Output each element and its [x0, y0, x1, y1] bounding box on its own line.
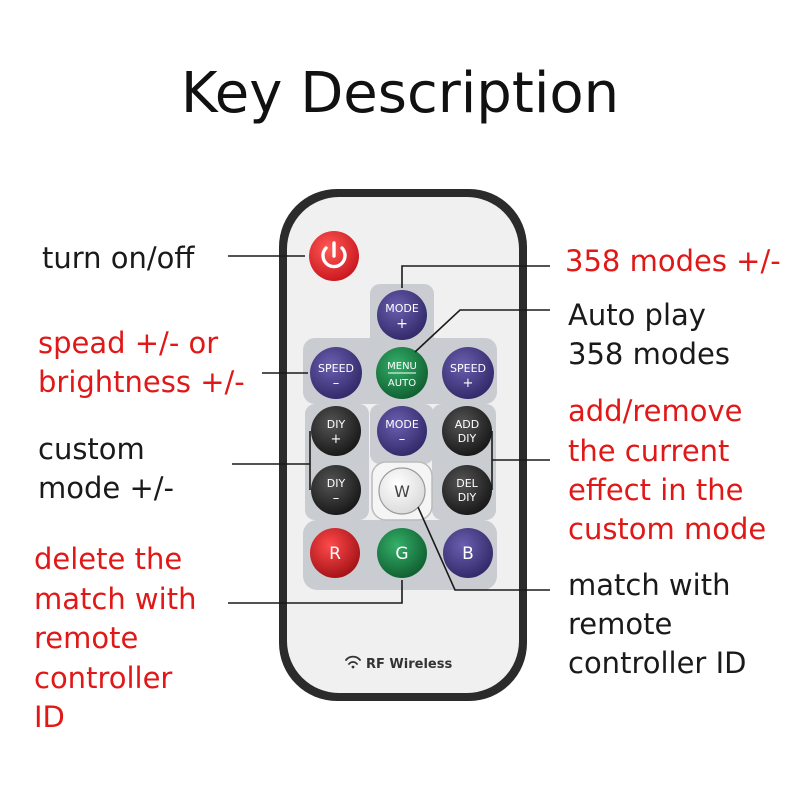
- mode-plus-button[interactable]: MODE +: [377, 290, 427, 340]
- mode-minus-label: MODE: [385, 418, 419, 431]
- diy-plus-button[interactable]: DIY +: [311, 406, 361, 456]
- leader-lines: [228, 255, 550, 604]
- wifi-icon: [345, 655, 361, 669]
- speed-plus-label: SPEED: [450, 362, 486, 375]
- white-label: W: [394, 482, 410, 501]
- label-modes: 358 modes +/-: [565, 244, 781, 278]
- speed-minus-label: SPEED: [318, 362, 354, 375]
- label-custom-1: custom: [38, 432, 145, 466]
- blue-button[interactable]: B: [443, 528, 493, 578]
- label-addremove-1: add/remove: [568, 394, 743, 428]
- brand: RF Wireless: [345, 655, 452, 672]
- brand-text: RF Wireless: [366, 657, 452, 672]
- label-addremove-4: custom mode: [568, 512, 767, 546]
- label-addremove-2: the current: [568, 434, 730, 468]
- red-button[interactable]: R: [310, 528, 360, 578]
- del-diy-button[interactable]: DEL DIY: [442, 465, 492, 515]
- power-icon: [321, 241, 347, 269]
- mode-minus-sign: –: [399, 432, 406, 447]
- label-match-1: match with: [568, 568, 731, 602]
- speed-plus-button[interactable]: SPEED +: [442, 347, 494, 399]
- mode-plus-label: MODE: [385, 302, 419, 315]
- label-custom-2: mode +/-: [38, 471, 174, 505]
- label-delete-3: remote: [34, 621, 139, 655]
- label-addremove-3: effect in the: [568, 473, 744, 507]
- power-button[interactable]: [309, 231, 359, 281]
- label-delete-5: ID: [34, 700, 65, 734]
- diy-plus-label: DIY: [327, 418, 346, 431]
- mode-plus-sign: +: [396, 316, 408, 332]
- diy-minus-label: DIY: [327, 477, 346, 490]
- page-title: Key Description: [180, 61, 620, 126]
- label-autoplay-2: 358 modes: [568, 337, 730, 371]
- speed-minus-sign: –: [333, 376, 340, 391]
- mode-minus-button[interactable]: MODE –: [377, 406, 427, 456]
- add-diy-label: DIY: [458, 432, 477, 445]
- label-delete-1: delete the: [34, 542, 183, 576]
- green-button[interactable]: G: [377, 528, 427, 578]
- label-match-2: remote: [568, 607, 673, 641]
- menu-label: MENU: [387, 361, 417, 372]
- add-diy-button[interactable]: ADD DIY: [442, 406, 492, 456]
- del-label: DEL: [456, 477, 478, 490]
- diy-minus-button[interactable]: DIY –: [311, 465, 361, 515]
- white-button[interactable]: W: [371, 461, 433, 521]
- blue-label: B: [462, 544, 474, 564]
- label-autoplay-1: Auto play: [568, 298, 706, 332]
- diy-plus-sign: +: [331, 432, 342, 447]
- add-label: ADD: [455, 418, 479, 431]
- label-match-3: controller ID: [568, 646, 747, 680]
- diy-minus-sign: –: [333, 491, 340, 506]
- label-speed-1: spead +/- or: [38, 326, 219, 360]
- auto-label: AUTO: [388, 378, 416, 389]
- label-power: turn on/off: [42, 241, 195, 275]
- label-delete-2: match with: [34, 582, 197, 616]
- del-diy-label: DIY: [458, 491, 477, 504]
- label-delete-4: controller: [34, 661, 173, 695]
- speed-plus-sign: +: [463, 376, 474, 391]
- menu-auto-button[interactable]: MENU AUTO: [376, 347, 428, 399]
- speed-minus-button[interactable]: SPEED –: [310, 347, 362, 399]
- green-label: G: [395, 544, 408, 564]
- red-label: R: [329, 544, 341, 564]
- label-speed-2: brightness +/-: [38, 365, 245, 399]
